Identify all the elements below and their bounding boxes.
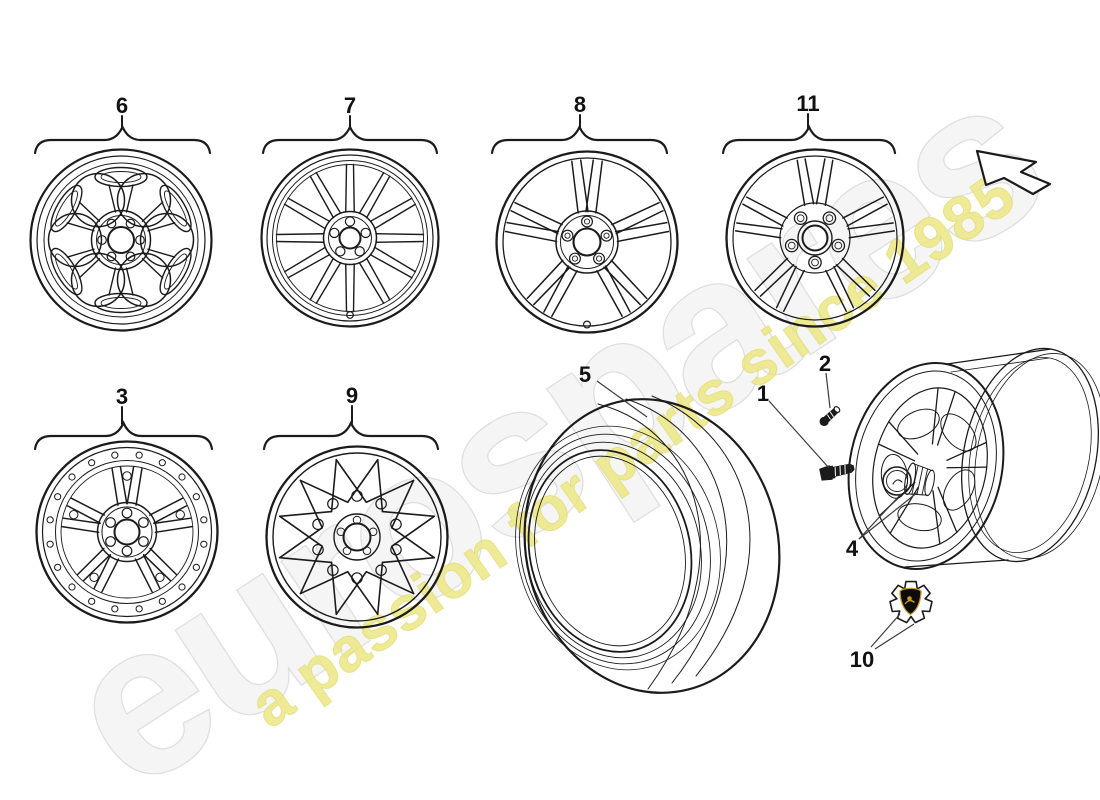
part-label-2[interactable]: 2 xyxy=(819,351,831,376)
part-label-1[interactable]: 1 xyxy=(757,381,769,406)
part-label-8[interactable]: 8 xyxy=(574,92,586,117)
part-label-9[interactable]: 9 xyxy=(346,383,358,408)
line-art xyxy=(29,113,1100,694)
wheel-drawing-11 xyxy=(725,148,905,328)
part-label-5[interactable]: 5 xyxy=(579,362,591,387)
wheel-drawing-3 xyxy=(35,440,219,624)
watermark-brand: eurospares xyxy=(25,33,1078,800)
hub-cap-drawing xyxy=(889,580,933,624)
part-label-4[interactable]: 4 xyxy=(846,536,859,561)
part-label-11[interactable]: 11 xyxy=(796,91,819,116)
leader-lines xyxy=(596,372,919,650)
tire-drawing xyxy=(515,395,781,694)
part-label-10[interactable]: 10 xyxy=(850,647,874,672)
wheel-drawing-9 xyxy=(265,445,449,629)
valve-drawing xyxy=(819,406,841,427)
rim-side-view-drawing xyxy=(847,347,1100,570)
part-label-6[interactable]: 6 xyxy=(116,93,128,118)
wheel-drawing-8 xyxy=(495,150,679,334)
group-braces xyxy=(33,113,897,451)
wheel-bolt-drawing xyxy=(819,463,855,481)
wheel-drawing-7 xyxy=(260,148,440,328)
part-label-3[interactable]: 3 xyxy=(116,384,128,409)
part-label-7[interactable]: 7 xyxy=(344,93,356,118)
wheel-drawing-6 xyxy=(29,148,213,332)
direction-arrow-icon xyxy=(975,149,1052,196)
